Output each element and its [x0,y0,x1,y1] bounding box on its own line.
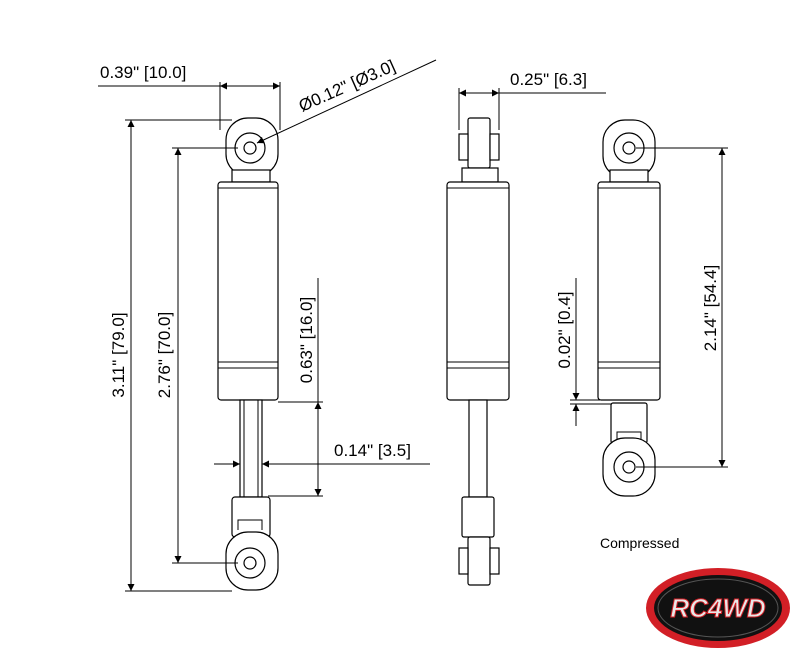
upper-cap [231,169,271,183]
side-top-ear-left [458,133,469,161]
shock-body [217,181,279,401]
dim-side-width: 0.25" [6.3] [510,70,587,89]
side-bottom-ear-right [489,547,500,575]
shock-shaft [239,399,263,498]
side-top-ear-right [489,133,500,161]
logo-text: RC4WD [670,593,766,623]
rc4wd-logo: RC4WD [646,568,790,648]
dim-eyelet-width: 0.39" [10.0] [100,63,186,82]
logo-inner [654,575,782,641]
side-shaft [468,399,488,498]
dim-center-to-center: 2.76" [70.0] [155,312,174,398]
side-profile-view: 0.25" [6.3] [446,70,606,586]
logo-inner-rim [657,578,779,638]
dim-shaft-diameter: 0.14" [3.5] [334,441,411,460]
side-lower-rod [461,496,495,538]
compressed-cap [609,169,649,183]
compressed-lower-pin-hole [622,460,636,474]
dim-pin-diameter: Ø0.12" [Ø3.0] [296,56,398,115]
compressed-caption: Compressed [600,535,679,551]
upper-pin-hole [243,141,257,155]
side-cap [461,167,499,183]
lower-pin-hole [243,556,257,570]
side-lower-clevis [467,536,491,586]
compressed-body [597,181,661,401]
compressed-shock-view: 2.14" [54.4] 0.02" [0.4] Compressed [555,119,728,551]
lower-rod-end [231,496,271,538]
side-body [446,181,510,401]
extended-shock-view: 0.39" [10.0] Ø0.12" [Ø3.0] 3.11" [79.0] … [98,56,437,592]
dim-shaft-travel: 0.63" [16.0] [297,297,316,383]
compressed-upper-pin-hole [622,141,636,155]
side-bottom-ear-left [458,547,469,575]
dim-compressed-length: 2.14" [54.4] [701,265,720,351]
dim-compressed-gap: 0.02" [0.4] [555,292,574,369]
compressed-rod-end [610,402,648,444]
side-top-clevis [467,117,491,169]
dim-overall-length: 3.11" [79.0] [109,312,128,397]
